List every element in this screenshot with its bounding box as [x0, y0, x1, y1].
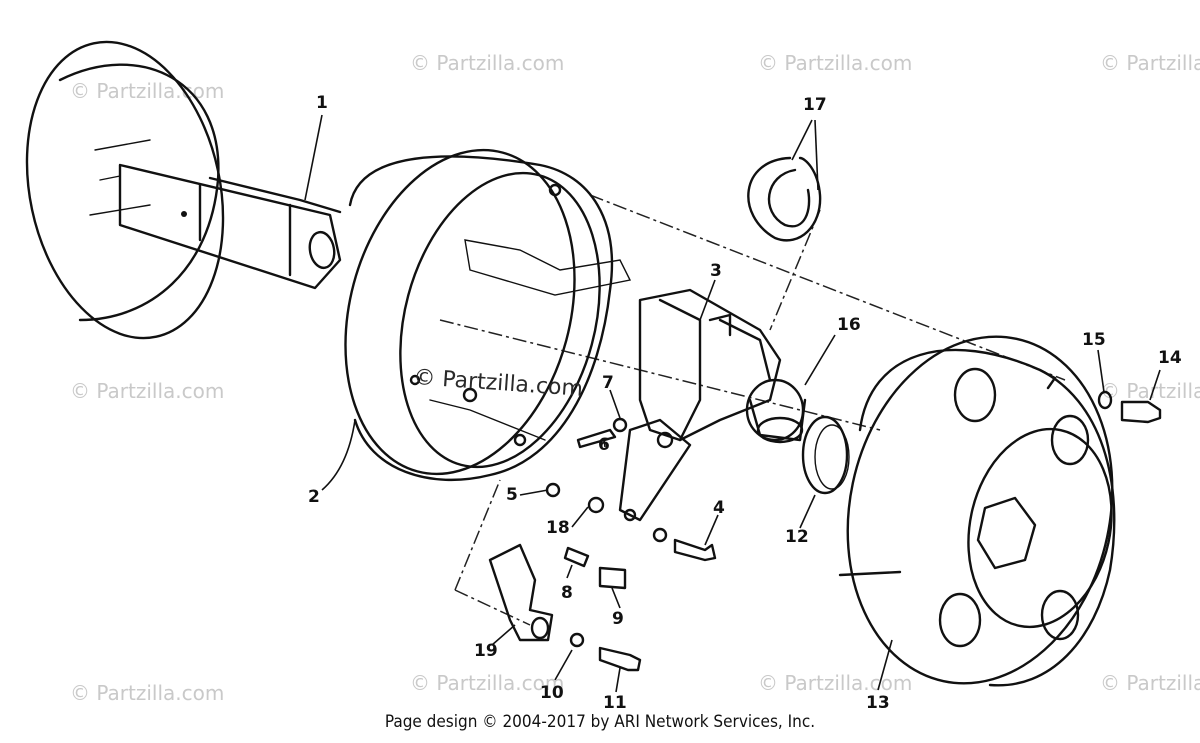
callout-8: 8: [561, 583, 573, 603]
callout-15: 15: [1082, 330, 1106, 350]
clutch-housing: [344, 148, 632, 482]
bushing: [745, 378, 807, 444]
spring: [801, 415, 850, 495]
weight-arm-assembly: [618, 288, 782, 522]
callout-5: 5: [506, 485, 518, 505]
bracket: [488, 543, 554, 642]
callout-3: 3: [710, 261, 722, 281]
callout-2: 2: [308, 487, 320, 507]
callout-11: 11: [603, 693, 627, 713]
callout-9: 9: [612, 609, 624, 629]
callout-1: 1: [316, 93, 328, 113]
cap-screw-and-washer: [1097, 390, 1162, 424]
leader-lines: [304, 114, 1161, 693]
clutch-drum: [838, 335, 1116, 687]
drive-sheave-with-shaft: [25, 40, 342, 340]
alignment-lines: [439, 194, 1066, 626]
callout-19: 19: [474, 641, 498, 661]
callout-17: 17: [803, 95, 827, 115]
callout-labels: 1 2 3 4 5 6 7 8 9 10 11 12 13 14 15 16 1…: [308, 93, 1182, 713]
watermark: © Partzilla.com: [1100, 51, 1200, 75]
callout-4: 4: [713, 498, 725, 518]
watermark-layer: © Partzilla.com © Partzilla.com © Partzi…: [70, 51, 1200, 705]
callout-12: 12: [785, 527, 809, 547]
callout-16: 16: [837, 315, 861, 335]
watermark: © Partzilla.com: [758, 51, 912, 75]
snap-ring: [747, 156, 822, 242]
callout-7: 7: [602, 373, 614, 393]
watermark: © Partzilla.com: [410, 671, 564, 695]
page-footer: Page design © 2004-2017 by ARI Network S…: [384, 712, 816, 732]
callout-14: 14: [1158, 348, 1182, 368]
callout-18: 18: [546, 518, 570, 538]
watermark: © Partzilla.com: [758, 671, 912, 695]
callout-10: 10: [540, 683, 564, 703]
watermark: © Partzilla.com: [70, 379, 224, 403]
watermark: © Partzilla.com: [70, 681, 224, 705]
small-hardware: [545, 417, 717, 672]
callout-13: 13: [866, 693, 890, 713]
watermark: © Partzilla.com: [70, 79, 224, 103]
callout-6: 6: [598, 435, 610, 455]
watermark: © Partzilla.com: [1100, 671, 1200, 695]
watermark: © Partzilla.com: [410, 51, 564, 75]
center-watermark: © Partzilla.com: [413, 365, 584, 402]
